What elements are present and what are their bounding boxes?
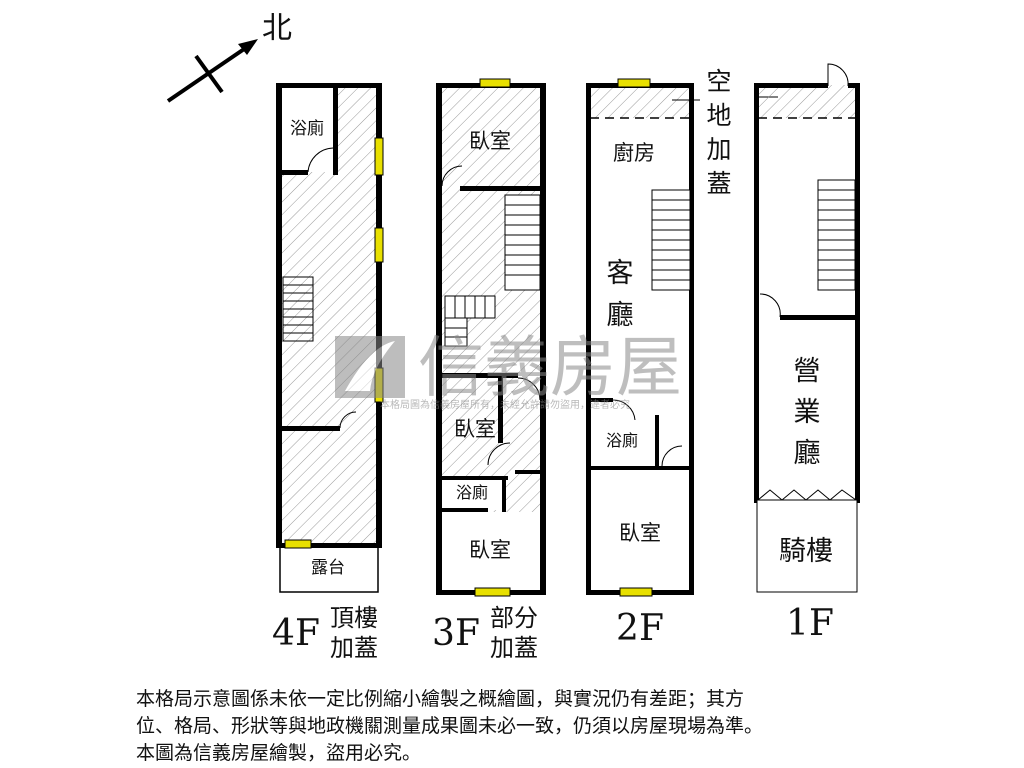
disclaimer: 本格局示意圖係未依一定比例縮小繪製之概繪圖，與實況仍有差距；其方 位、格局、形狀… [136, 686, 763, 767]
room-label: 臥室 [619, 521, 661, 545]
room-label: 臥室 [469, 129, 511, 153]
floor-note: 加蓋 [490, 634, 538, 662]
disclaimer-line: 本格局示意圖係未依一定比例縮小繪製之概繪圖，與實況仍有差距；其方 [136, 688, 745, 710]
floor-plan: 北 浴廁 露台 [166, 11, 860, 662]
floor-note: 部分 [490, 604, 538, 632]
open-space-label: 地 [706, 101, 731, 130]
floor-label-3f: 3F [432, 613, 480, 654]
open-space-label: 加 [706, 135, 731, 164]
watermark-logo-icon [335, 336, 405, 398]
room-label: 廚房 [613, 141, 655, 165]
room-label: 客 [607, 258, 634, 289]
disclaimer-line: 位、格局、形狀等與地政機關測量成果圖未必一致，仍須以房屋現場為準。 [136, 715, 764, 737]
north-arrow-icon [166, 39, 258, 103]
room-label: 業 [794, 397, 821, 428]
room-label: 騎樓 [779, 536, 833, 567]
room-label: 廳 [607, 300, 634, 331]
disclaimer-line: 本圖為信義房屋繪製，盜用必究。 [136, 742, 422, 764]
floor-note: 頂樓 [330, 604, 378, 632]
floor-4f [276, 83, 384, 593]
open-space-label: 空 [706, 67, 731, 96]
room-label: 廳 [794, 438, 821, 469]
floor-3f [436, 78, 546, 597]
room-label: 浴廁 [456, 483, 488, 502]
floor-label-4f: 4F [272, 613, 320, 654]
room-label: 露台 [311, 558, 345, 578]
watermark-brand: 信義房屋 [418, 329, 682, 406]
north-label: 北 [262, 11, 292, 46]
room-label: 臥室 [454, 417, 496, 441]
room-label: 浴廁 [606, 431, 638, 450]
room-label: 臥室 [469, 538, 511, 562]
room-label: 營 [794, 356, 821, 387]
room-label: 浴廁 [290, 118, 324, 139]
floor-label-1f: 1F [786, 603, 834, 644]
floor-2f [586, 78, 694, 597]
floor-1f [754, 63, 860, 593]
watermark-notice: 本格局圖為信義房屋所有，未經允許請勿盜用，違者必究 [380, 398, 630, 411]
open-space-label: 蓋 [706, 169, 731, 198]
floor-note: 加蓋 [330, 634, 378, 662]
floor-label-2f: 2F [616, 608, 664, 649]
